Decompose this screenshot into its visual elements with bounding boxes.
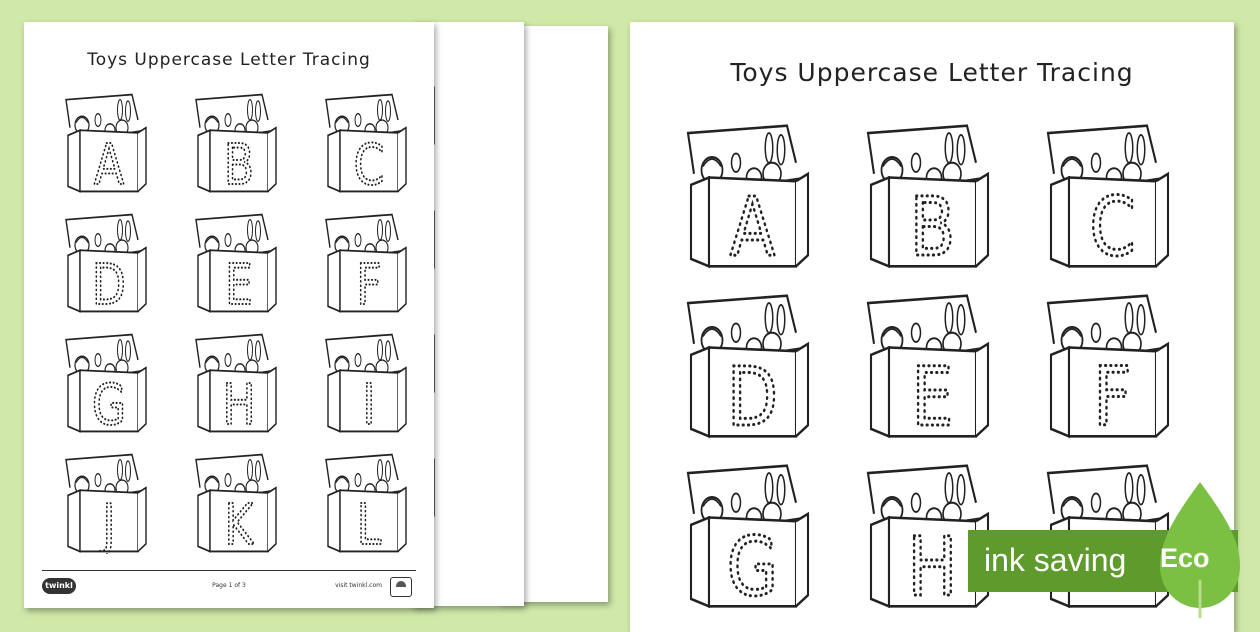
traceable-letter: H — [908, 521, 958, 610]
traceable-letter: C — [354, 131, 385, 194]
toy-box-letter-card: D — [676, 292, 826, 440]
traceable-letter: K — [225, 491, 256, 554]
worksheet-page-1: Toys Uppercase Letter Tracing twinkl Pag… — [24, 22, 434, 608]
toy-box-letter-card: A — [58, 92, 158, 194]
toy-box-letter-card: K — [188, 452, 288, 554]
traceable-letter: I — [363, 371, 376, 434]
traceable-letter: C — [1089, 181, 1135, 270]
traceable-letter: D — [727, 351, 778, 440]
toy-box-letter-card: G — [58, 332, 158, 434]
toy-box-letter-card: I — [318, 332, 418, 434]
traceable-letter: G — [727, 521, 778, 610]
toy-box-letter-card: F — [318, 212, 418, 314]
traceable-letter: B — [224, 131, 254, 194]
toy-box-letter-card: D — [58, 212, 158, 314]
toy-box-letter-card: G — [676, 462, 826, 610]
toy-box-letter-card: B — [856, 122, 1006, 270]
large-page-title: Toys Uppercase Letter Tracing — [630, 58, 1234, 87]
toy-box-letter-card: C — [318, 92, 418, 194]
traceable-letter: B — [910, 181, 955, 270]
toy-box-letter-card: B — [188, 92, 288, 194]
traceable-letter: G — [92, 371, 126, 434]
traceable-letter: F — [1094, 351, 1132, 440]
eco-label: Eco — [1160, 543, 1210, 574]
toy-box-letter-card: J — [58, 452, 158, 554]
quality-badge-icon — [390, 577, 412, 597]
toy-box-letter-card: H — [188, 332, 288, 434]
toy-box-letter-card: E — [856, 292, 1006, 440]
traceable-letter: D — [92, 251, 126, 314]
toy-box-letter-card: L — [318, 452, 418, 554]
traceable-letter: A — [730, 181, 775, 270]
ink-saving-label: ink saving — [984, 542, 1126, 579]
traceable-letter: E — [912, 351, 954, 440]
visit-link-text: visit twinkl.com — [335, 582, 382, 589]
toy-box-letter-card: F — [1036, 292, 1186, 440]
traceable-letter: J — [100, 491, 116, 554]
traceable-letter: H — [222, 371, 255, 434]
traceable-letter: E — [225, 251, 253, 314]
footer-divider — [42, 570, 416, 571]
page-title: Toys Uppercase Letter Tracing — [24, 50, 434, 70]
toy-box-letter-card: E — [188, 212, 288, 314]
toy-box-letter-card: C — [1036, 122, 1186, 270]
traceable-letter: L — [357, 491, 382, 554]
traceable-letter: F — [356, 251, 381, 314]
toy-box-letter-card: A — [676, 122, 826, 270]
traceable-letter: A — [94, 131, 125, 194]
